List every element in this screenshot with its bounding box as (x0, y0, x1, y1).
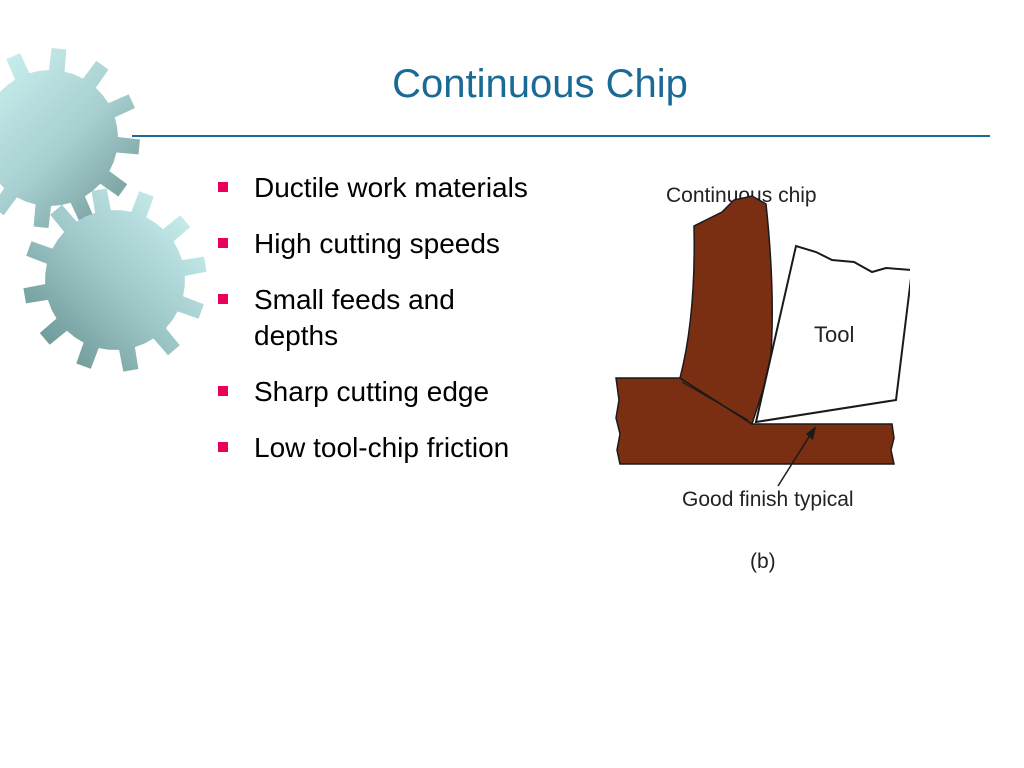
chip (679, 195, 773, 426)
slide-title: Continuous Chip (392, 62, 688, 106)
bullet-item: Low tool-chip friction (216, 430, 596, 466)
gear-top-icon (0, 48, 140, 228)
bullet-item: Ductile work materials (216, 170, 596, 206)
shear-plane-line (681, 381, 749, 421)
square-bullet-icon (218, 386, 228, 396)
label-continuous-chip: Continuous chip (666, 184, 817, 207)
square-bullet-icon (218, 442, 228, 452)
arrow-head-icon (806, 426, 816, 440)
gear-bottom-icon (23, 188, 207, 372)
bullet-list: Ductile work materials High cutting spee… (216, 170, 596, 486)
gears-decoration (0, 48, 207, 372)
bullet-item: Sharp cutting edge (216, 374, 596, 410)
bullet-item: High cutting speeds (216, 226, 596, 262)
bullet-text: High cutting speeds (254, 228, 500, 259)
continuous-chip-diagram: Continuous chip Tool Good finish typical… (615, 184, 910, 573)
label-tool: Tool (814, 322, 854, 347)
finish-arrow (777, 431, 813, 487)
square-bullet-icon (218, 238, 228, 248)
title-divider (132, 135, 990, 137)
bullet-text: Ductile work materials (254, 172, 528, 203)
square-bullet-icon (218, 182, 228, 192)
label-good-finish: Good finish typical (682, 488, 854, 511)
bullet-text: Sharp cutting edge (254, 376, 490, 407)
bullet-text: Small feeds and depths (254, 284, 455, 351)
figure-caption: (b) (750, 550, 776, 573)
square-bullet-icon (218, 294, 228, 304)
bullet-text: Low tool-chip friction (254, 432, 510, 463)
cutting-tool (754, 244, 910, 424)
bullet-item: Small feeds and depths (216, 282, 544, 354)
